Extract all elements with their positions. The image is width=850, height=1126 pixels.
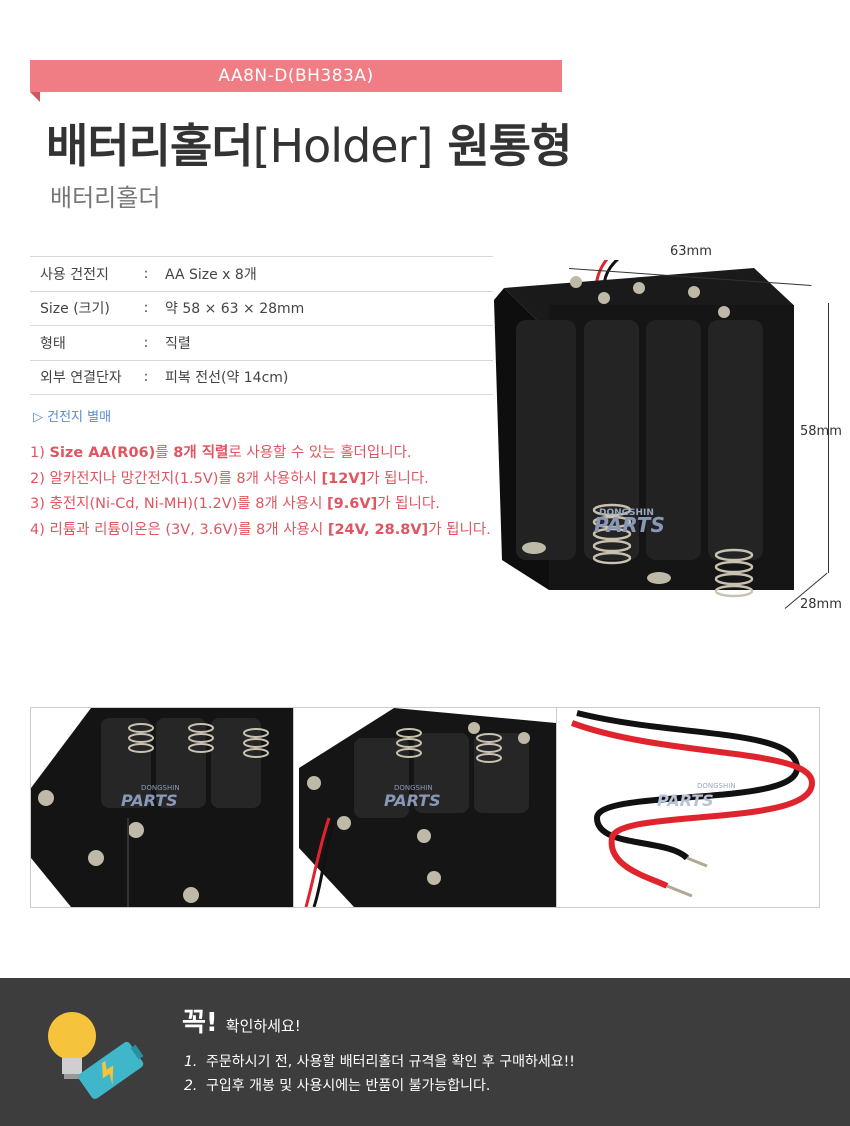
width-dimension: 63mm	[670, 244, 712, 259]
spec-value: 피복 전선(약 14cm)	[165, 370, 289, 387]
watermark-small: DONGSHIN	[599, 508, 654, 518]
model-number: AA8N-D(BH383A)	[218, 66, 374, 86]
notice-list: 1. 주문하시기 전, 사용할 배터리홀더 규격을 확인 후 구매하세요!! 2.…	[184, 1050, 575, 1098]
thumbnail-wire-view: DONGSHIN PARTS	[557, 708, 819, 907]
spec-value: 직렬	[165, 335, 191, 352]
note-line: 2) 알카전지나 망간전지(1.5V)를 8개 사용하시 [12V]가 됩니다.	[30, 467, 491, 493]
notice-number: 2.	[184, 1078, 198, 1094]
note-text: 가 됩니다.	[428, 521, 491, 538]
watermark-big: PARTS	[594, 513, 665, 537]
notice-text: 구입후 개봉 및 사용시에는 반품이 불가능합니다.	[206, 1078, 491, 1094]
watermark-small: DONGSHIN	[141, 784, 180, 792]
battery-holder-image: DONGSHIN PARTS	[494, 260, 794, 598]
spec-row: 형태 : 직렬	[30, 326, 493, 361]
spec-table: 사용 건전지 : AA Size x 8개 Size (크기) : 약 58 ×…	[30, 256, 493, 395]
note-line: 1) Size AA(R06)를 8개 직렬로 사용할 수 있는 홀더입니다.	[30, 441, 491, 467]
wire-image: DONGSHIN PARTS	[570, 710, 816, 898]
notice-item: 2. 구입후 개봉 및 사용시에는 반품이 불가능합니다.	[184, 1074, 575, 1098]
spec-value: 약 58 × 63 × 28mm	[165, 301, 305, 318]
title-english: [Holder]	[252, 119, 434, 173]
height-dimension: 58mm	[800, 424, 842, 439]
thumbnail-angle-view: DONGSHIN PARTS	[294, 708, 557, 907]
depth-dimension: 28mm	[800, 597, 842, 612]
notice-number: 1.	[184, 1054, 198, 1070]
height-dimension-line	[828, 303, 829, 573]
spec-separator: :	[143, 369, 149, 386]
note-text: 가 됩니다.	[366, 470, 429, 487]
note-text: 3) 충전지(Ni-Cd, Ni-MH)(1.2V)를 8개 사용시	[30, 496, 328, 512]
thumbnail-front-view: DONGSHIN PARTS	[31, 708, 294, 907]
notice-footer: 꼭! 확인하세요! 1. 주문하시기 전, 사용할 배터리홀더 규격을 확인 후 구…	[0, 978, 850, 1126]
watermark-big: PARTS	[121, 791, 178, 810]
note-text: 2) 알카전지나 망간전지(1.5V)를 8개 사용하시	[30, 470, 322, 487]
spec-row: 외부 연결단자 : 피복 전선(약 14cm)	[30, 361, 493, 395]
note-highlight: [12V]	[321, 470, 367, 487]
spec-row: Size (크기) : 약 58 × 63 × 28mm	[30, 292, 493, 326]
note-text: 4) 리튬과 리튬이온은 (3V, 3.6V)를 8개 사용시	[30, 521, 328, 538]
spec-separator: :	[143, 300, 149, 317]
notice-heading-big: 꼭!	[182, 1008, 218, 1038]
sold-separately-note: ▷ 건전지 별매	[33, 410, 112, 425]
spec-separator: :	[143, 334, 149, 351]
model-banner: AA8N-D(BH383A)	[30, 60, 562, 102]
spec-row: 사용 건전지 : AA Size x 8개	[30, 257, 493, 292]
note-text: 1)	[30, 445, 50, 461]
usage-notes: 1) Size AA(R06)를 8개 직렬로 사용할 수 있는 홀더입니다. …	[30, 441, 491, 543]
page-title: 배터리홀더[Holder] 원통형	[46, 110, 572, 176]
notice-text: 주문하시기 전, 사용할 배터리홀더 규격을 확인 후 구매하세요!!	[206, 1054, 575, 1070]
watermark-small: DONGSHIN	[394, 784, 433, 792]
spec-label: 사용 건전지	[40, 266, 109, 283]
spec-label: Size (크기)	[40, 301, 110, 318]
note-text: 가 됩니다.	[377, 496, 440, 512]
thumbnail-strip: DONGSHIN PARTS DONGSHIN PARTS	[30, 707, 820, 908]
watermark-big: PARTS	[657, 791, 714, 810]
notice-item: 1. 주문하시기 전, 사용할 배터리홀더 규격을 확인 후 구매하세요!!	[184, 1050, 575, 1074]
note-highlight: [24V, 28.8V]	[327, 521, 429, 538]
spec-label: 외부 연결단자	[40, 370, 122, 387]
note-line: 4) 리튬과 리튬이온은 (3V, 3.6V)를 8개 사용시 [24V, 28…	[30, 518, 491, 544]
spec-value: AA Size x 8개	[165, 266, 257, 283]
title-type: 원통형	[447, 119, 572, 173]
title-korean: 배터리홀더	[46, 119, 254, 173]
lightbulb-battery-icon	[48, 1012, 144, 1099]
holder-angle-image: DONGSHIN PARTS	[299, 708, 556, 907]
page-subtitle: 배터리홀더	[50, 184, 161, 212]
notice-heading-small: 확인하세요!	[225, 1017, 301, 1035]
holder-front-image: DONGSHIN PARTS	[31, 708, 293, 907]
note-text: 를	[155, 445, 174, 461]
spec-separator: :	[143, 265, 149, 282]
watermark-small: DONGSHIN	[697, 782, 736, 790]
note-text: 로 사용할 수 있는 홀더입니다.	[228, 445, 412, 461]
spec-label: 형태	[40, 335, 66, 352]
note-highlight: Size AA(R06)	[49, 445, 156, 461]
note-highlight: 8개 직렬	[173, 445, 229, 461]
watermark-big: PARTS	[384, 791, 441, 810]
note-line: 3) 충전지(Ni-Cd, Ni-MH)(1.2V)를 8개 사용시 [9.6V…	[30, 492, 491, 518]
notice-heading: 꼭! 확인하세요!	[182, 1002, 301, 1039]
note-highlight: [9.6V]	[327, 496, 378, 512]
